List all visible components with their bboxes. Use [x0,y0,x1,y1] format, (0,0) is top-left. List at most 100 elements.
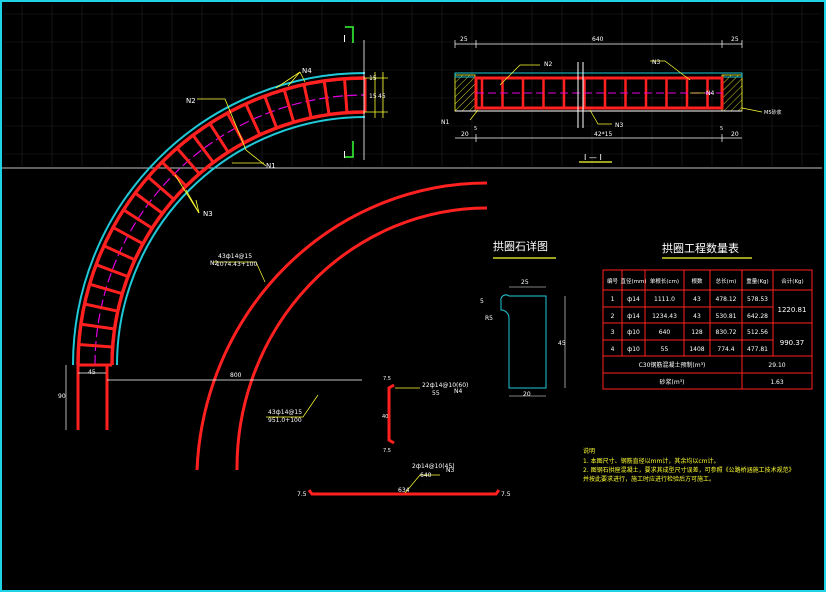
section-dims [454,40,743,163]
n3-dim-r: 7.5 [501,491,511,498]
detail-title: 拱圈石详图 [493,239,548,253]
sec-label-n1: N1 [441,119,449,126]
n4-dim-top: 7.5 [383,376,391,382]
table-border [602,269,813,390]
arch-stirrup [95,263,129,278]
n4-dim-bot: 7.5 [383,448,391,454]
arch-stirrup [302,84,313,119]
detail-dim-bottom: 20 [523,391,531,398]
table-mortar-value: 1.63 [770,379,784,386]
arch-stirrup [84,302,119,313]
table-cell: ф14 [627,296,640,303]
arch-stirrup [175,147,201,175]
detail-stone-shape [500,294,547,389]
arch-stirrup [244,103,262,136]
table-cell: 640 [659,329,671,336]
leaders-top-left [174,71,388,214]
table-title: 拱圈工程数量表 [662,241,739,255]
arch-stirrup [122,208,153,230]
table-cell: 2 [611,313,615,320]
section-leaders [469,60,763,125]
arch-stirrup [78,343,113,349]
notes-line-3: 并按此要求进行，施工时应进行检验后方可施工。 [583,475,715,483]
table-cell: 477.81 [747,346,768,353]
arc-n2 [195,181,488,471]
arch-outer-cyan [72,72,366,366]
arch-stirrup [208,122,230,153]
sec-label-mortar: M5砂浆 [764,109,782,116]
section-view [454,62,743,128]
n3-stirrup [307,474,501,496]
table-cell: 43 [693,313,701,320]
table-header: 直径(mm) [620,277,646,285]
table-header: 合计(Kg) [781,277,803,285]
arch-stirrup [191,134,215,164]
dim-15a: 15 [369,75,377,82]
n4-len: 55 [432,390,440,397]
arch-stirrup [80,322,115,331]
label-n3-top: N3 [203,210,213,218]
sec-bdim-left: 20 [461,131,469,138]
table-cell: 55 [661,346,669,353]
n3-label: N3 [446,467,454,474]
table-header: 根数 [691,277,703,285]
section-mark-label-bottom: I [343,150,346,161]
sec-bdim-right: 20 [731,131,739,138]
n3-len: 640 [420,472,432,479]
detail-dim-top: 25 [521,279,529,286]
sec-bdim-small-r: 5 [720,126,723,132]
n4-note: 22ф14@10(60) [422,382,468,389]
sec-dim-mid: 640 [592,36,604,43]
table-cell: 530.81 [716,313,737,320]
arch-stirrup [103,244,136,262]
table-cell: 578.53 [747,296,768,303]
arch-stirrup [134,191,164,215]
section-cyan-top [454,72,743,78]
dim-45-bottom: 45 [88,369,96,376]
table-cell: 1408 [689,346,704,353]
table-cell: 43 [693,296,701,303]
table-cell: ф14 [627,313,640,320]
label-n1-top: N1 [266,162,276,170]
arch-stirrup [160,160,188,188]
section-title: I — I [584,153,602,162]
sec-dim-left: 25 [460,36,468,43]
table-header: 编号 [607,277,619,285]
rebar-arcs [195,181,488,471]
arc-n1 [235,206,488,471]
table-cell: ф10 [627,329,640,336]
section-mark-label-top: I [343,34,346,45]
sec-label-n2: N2 [544,61,552,68]
table-cell: 478.12 [716,296,737,303]
table-cell: 4 [611,346,615,353]
sec-dim-right: 25 [731,36,739,43]
table-cell: 830.72 [716,329,737,336]
sec-label-n3-bot: N3 [615,122,623,129]
arch-stirrups [78,78,367,367]
n4-label: N4 [454,388,462,395]
dim-15b: 15 [369,93,377,100]
sec-bdim-small-l: 5 [474,126,477,132]
arch-inner-cyan [116,116,366,366]
table-header: 总长(m) [716,277,737,285]
notes-line-2: 2. 图钢石拱座混凝土，要求其成型尺寸误差，可参照《公路桥涵施工技术规范》 [583,466,795,474]
arch-stirrup [343,78,349,113]
table-concrete-value: 29.10 [768,362,785,369]
arch-stirrup [282,89,296,123]
n4-stirrup [387,383,420,445]
notes-title: 说明 [583,447,595,455]
n3-dim-mid: 634 [398,487,410,494]
arch-stirrup [263,95,278,129]
table-concrete-label: C30钢筋混凝土预制(m³) [639,361,706,369]
arch-stirrup [112,226,144,246]
n3-dim-l: 7.5 [297,491,307,498]
arc-n2-label: N2 [210,260,218,267]
abutment-right [721,74,743,112]
dim-800: 800 [230,372,242,379]
arch-elevation [72,40,367,430]
table-header: 单根长(cm) [650,277,679,285]
sec-label-n3-top: N3 [652,59,660,66]
arc-n2-len: 1074.43+100 [216,261,257,268]
